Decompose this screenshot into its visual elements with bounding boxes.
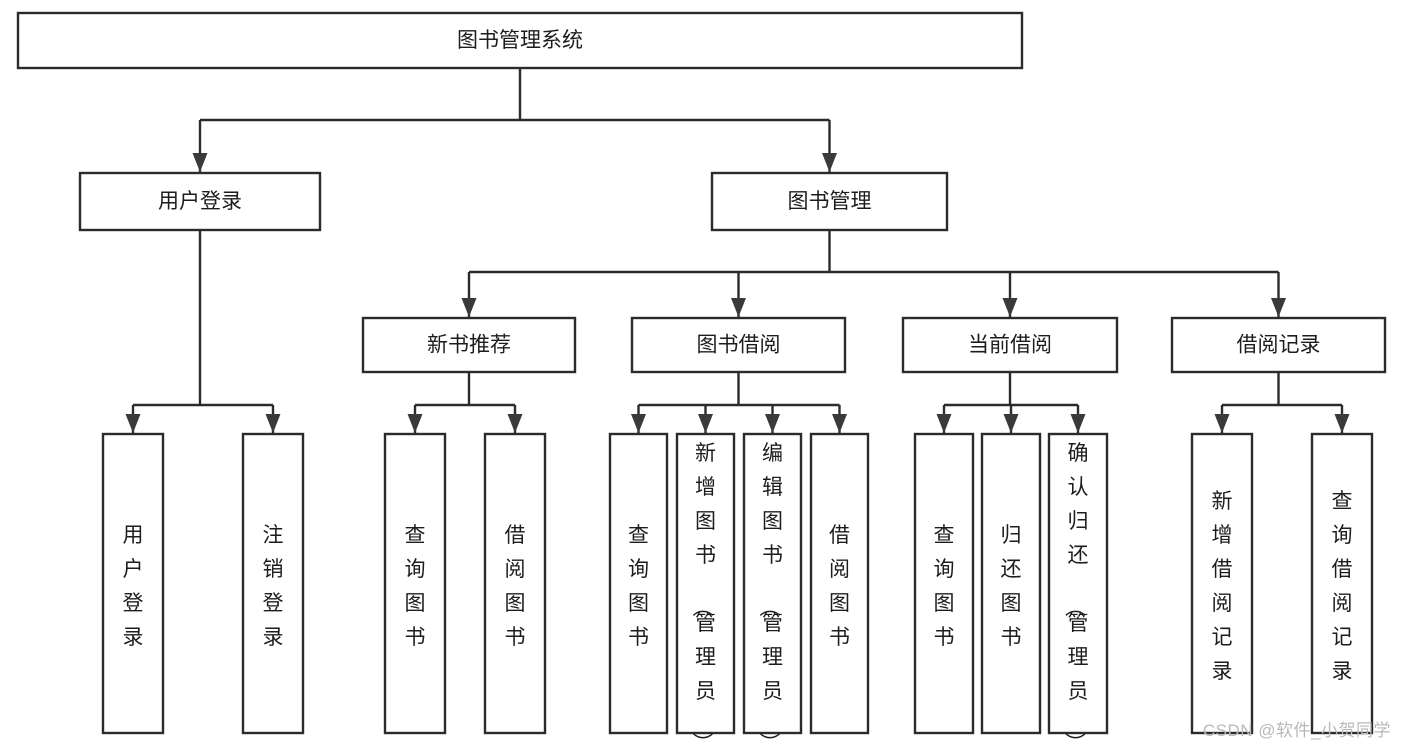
arrow-head-icon (1214, 414, 1230, 433)
node-leaf[interactable]: 确认归还（管理员） (1047, 432, 1109, 747)
node-box[interactable] (16, 11, 1024, 70)
node-box[interactable] (608, 432, 669, 735)
node-leaf[interactable]: 查询图书 (608, 432, 669, 735)
node-label: 查询图书 (405, 524, 426, 649)
node-label: 归还图书 (1001, 524, 1022, 649)
node-layer: 图书管理系统用户登录图书管理新书推荐图书借阅当前借阅借阅记录用户登录注销登录查询… (16, 11, 1387, 747)
node-label: 用户登录 (123, 524, 144, 649)
node-box[interactable] (483, 432, 547, 735)
node-box[interactable] (913, 432, 975, 735)
node-level3[interactable]: 当前借阅 (901, 316, 1119, 374)
node-box[interactable] (241, 432, 305, 735)
node-box[interactable] (383, 432, 447, 735)
arrow-head-icon (936, 414, 952, 433)
node-label: 编辑图书（管理员） (757, 442, 783, 747)
arrow-head-icon (698, 414, 713, 433)
arrow-head-icon (822, 153, 837, 172)
arrow-head-icon (1002, 298, 1018, 317)
node-box[interactable] (675, 432, 736, 735)
node-leaf[interactable]: 查询借阅记录 (1310, 432, 1374, 735)
node-leaf[interactable]: 新增借阅记录 (1190, 432, 1254, 735)
node-leaf[interactable]: 查询图书 (913, 432, 975, 735)
node-box[interactable] (809, 432, 870, 735)
arrow-head-icon (1271, 298, 1286, 317)
node-leaf[interactable]: 编辑图书（管理员） (742, 432, 803, 747)
node-leaf[interactable]: 借阅图书 (809, 432, 870, 735)
node-box[interactable] (1170, 316, 1387, 374)
node-label: 查询图书 (934, 524, 955, 649)
arrow-head-icon (265, 414, 281, 433)
node-box[interactable] (980, 432, 1042, 735)
node-label: 当前借阅 (968, 334, 1052, 357)
arrow-head-icon (192, 153, 208, 172)
node-box[interactable] (1190, 432, 1254, 735)
node-box[interactable] (710, 171, 949, 232)
node-leaf[interactable]: 用户登录 (101, 432, 165, 735)
node-level3[interactable]: 借阅记录 (1170, 316, 1387, 374)
arrow-head-icon (507, 414, 523, 433)
arrow-head-icon (125, 414, 141, 433)
node-box[interactable] (630, 316, 847, 374)
node-label: 图书借阅 (697, 334, 781, 357)
node-leaf[interactable]: 注销登录 (241, 432, 305, 735)
arrow-head-icon (407, 414, 423, 433)
node-box[interactable] (101, 432, 165, 735)
arrow-head-icon (1070, 414, 1086, 433)
node-level3[interactable]: 新书推荐 (361, 316, 577, 374)
node-box[interactable] (78, 171, 322, 232)
node-label: 借阅图书 (829, 524, 850, 649)
arrow-head-icon (832, 414, 847, 433)
node-box[interactable] (1047, 432, 1109, 735)
node-leaf[interactable]: 查询图书 (383, 432, 447, 735)
node-label: 借阅图书 (505, 524, 526, 649)
arrow-head-icon (1003, 414, 1019, 433)
node-label: 图书管理 (788, 190, 872, 213)
node-label: 确认归还（管理员） (1063, 442, 1089, 747)
node-level3[interactable]: 图书借阅 (630, 316, 847, 374)
node-box[interactable] (1310, 432, 1374, 735)
node-label: 新增图书（管理员） (690, 442, 716, 747)
node-label: 新书推荐 (427, 334, 511, 357)
node-box[interactable] (742, 432, 803, 735)
connector-layer (125, 68, 1350, 433)
node-leaf[interactable]: 新增图书（管理员） (675, 432, 736, 747)
node-leaf[interactable]: 归还图书 (980, 432, 1042, 735)
node-label: 新增借阅记录 (1212, 490, 1233, 683)
node-label: 图书管理系统 (457, 29, 583, 52)
arrow-head-icon (1334, 414, 1350, 433)
node-leaf[interactable]: 借阅图书 (483, 432, 547, 735)
node-label: 注销登录 (263, 524, 284, 649)
arrow-head-icon (731, 298, 746, 317)
node-box[interactable] (901, 316, 1119, 374)
arrow-head-icon (631, 414, 646, 433)
node-label: 查询图书 (628, 524, 649, 649)
arrow-head-icon (461, 298, 477, 317)
node-label: 查询借阅记录 (1332, 490, 1353, 683)
node-level2[interactable]: 用户登录 (78, 171, 322, 232)
node-label: 用户登录 (158, 190, 242, 213)
node-root[interactable]: 图书管理系统 (16, 11, 1024, 70)
node-label: 借阅记录 (1237, 334, 1321, 357)
node-level2[interactable]: 图书管理 (710, 171, 949, 232)
node-box[interactable] (361, 316, 577, 374)
arrow-head-icon (765, 414, 780, 433)
